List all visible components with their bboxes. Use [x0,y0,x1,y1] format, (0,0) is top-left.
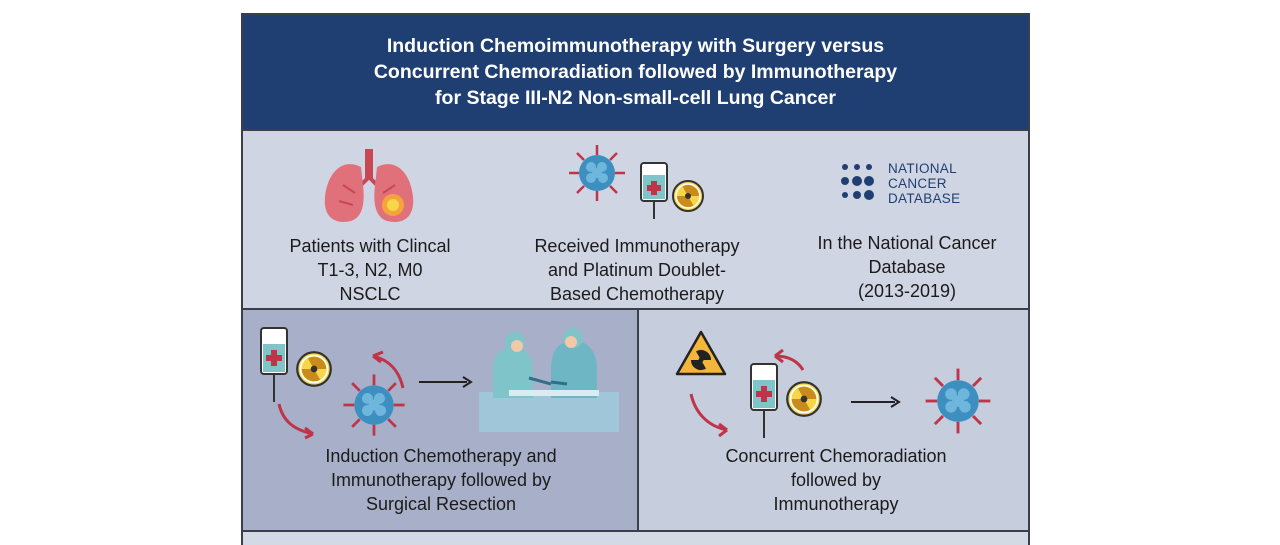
surgery-arm-caption: Induction Chemotherapy and Immunotherapy… [263,444,619,516]
treatment-caption: Received Immunotherapy and Platinum Doub… [507,234,767,306]
title-banner: Induction Chemoimmunotherapy with Surger… [243,15,1028,131]
chemoradiation-arm-line-3: Immunotherapy [655,492,1017,516]
surgery-arm-line-2: Immunotherapy followed by [263,468,619,492]
ncdb-logo-line-2: CANCER [888,176,947,191]
patients-line-1: Patients with Clincal [255,234,485,258]
chemoradiation-arm-line-2: followed by [655,468,1017,492]
ncdb-logo-line-1: NATIONAL [888,161,957,176]
radiation-icon [785,380,823,418]
database-line-3: (2013-2019) [789,279,1025,303]
virus-icon [921,364,995,438]
database-line-2: Database [789,255,1025,279]
surgeons-icon [479,328,619,432]
surgery-arm-panel: Induction Chemotherapy and Immunotherapy… [243,310,639,530]
ncdb-logo-line-3: DATABASE [888,191,960,206]
title-line-1: Induction Chemoimmunotherapy with Surger… [243,33,1028,59]
treatment-line-3: Based Chemotherapy [507,282,767,306]
lungs-icon [321,145,417,227]
title-line-2: Concurrent Chemoradiation followed by Im… [243,59,1028,85]
ncdb-logo-icon [841,161,885,205]
treatment-line-2: and Platinum Doublet- [507,258,767,282]
title-line-3: for Stage III-N2 Non-small-cell Lung Can… [243,85,1028,111]
cycle-arrows-icon [273,330,413,440]
chemoradiation-arm-line-1: Concurrent Chemoradiation [655,444,1017,468]
criteria-row: NATIONAL CANCER DATABASE Patients with C… [243,131,1028,310]
iv-bag-icon [639,161,669,223]
database-caption: In the National Cancer Database (2013-20… [789,231,1025,303]
surgery-arm-line-1: Induction Chemotherapy and [263,444,619,468]
iv-bag-icon [749,362,779,442]
arrow-icon [419,376,473,388]
chemoradiation-arm-panel: Concurrent Chemoradiation followed by Im… [639,310,1030,530]
radiation-icon [671,179,705,213]
surgery-arm-line-3: Surgical Resection [263,492,619,516]
patients-line-2: T1-3, N2, M0 [255,258,485,282]
arrow-icon [851,396,901,408]
database-line-1: In the National Cancer [789,231,1025,255]
patients-line-3: NSCLC [255,282,485,306]
infographic-frame: Induction Chemoimmunotherapy with Surger… [241,13,1030,545]
treatment-line-1: Received Immunotherapy [507,234,767,258]
next-section-strip [243,530,1028,545]
virus-icon [565,141,629,205]
chemoradiation-arm-caption: Concurrent Chemoradiation followed by Im… [655,444,1017,516]
patients-caption: Patients with Clincal T1-3, N2, M0 NSCLC [255,234,485,306]
